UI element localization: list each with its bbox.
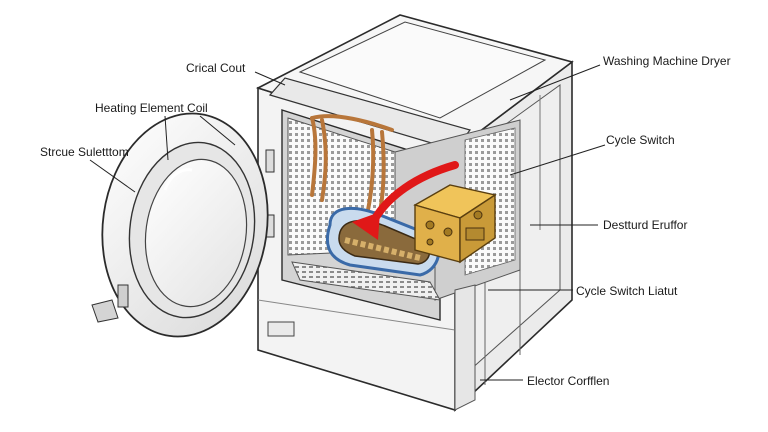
label-destturd-eruffor: Destturd Eruffor [603, 218, 688, 232]
label-washing-machine-dryer: Washing Machine Dryer [603, 54, 731, 68]
drum-belt-assembly [326, 206, 441, 277]
front-badge [267, 321, 295, 337]
label-cycle-switch: Cycle Switch [606, 133, 675, 147]
leader-lines [89, 64, 606, 381]
label-critical-cout: Crical Cout [186, 61, 246, 75]
airflow-arrow [352, 161, 459, 240]
open-door [91, 112, 269, 338]
label-struc-sulettom: Strcue Suletttom [40, 145, 129, 159]
label-heating-element-coil: Heating Element Coil [95, 101, 208, 115]
motor-block [413, 184, 497, 264]
bottom-vent-grille [291, 261, 441, 301]
door-hinge-top [265, 149, 275, 173]
label-elector-corfflen: Elector Corfflen [527, 374, 610, 388]
label-cycle-switch-liatut: Cycle Switch Liatut [576, 284, 678, 298]
